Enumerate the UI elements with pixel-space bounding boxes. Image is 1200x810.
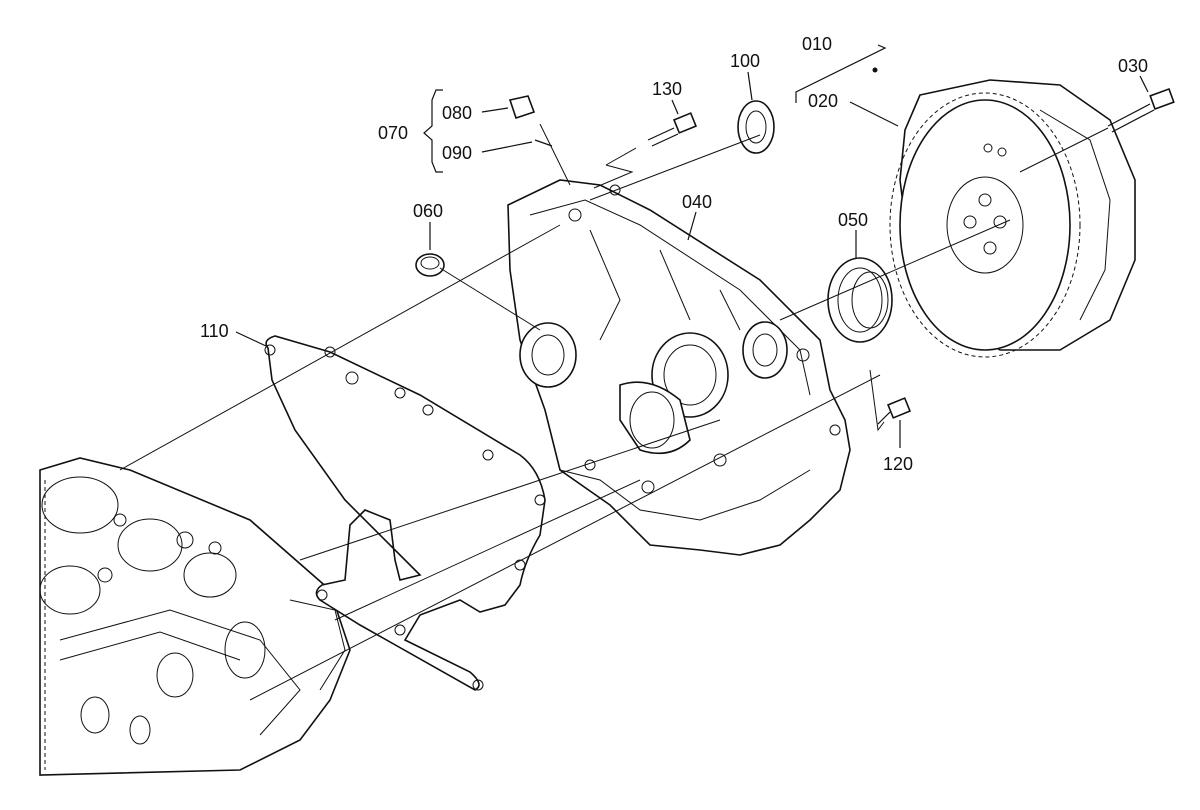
gasket-110 xyxy=(264,335,546,691)
svg-text:020: 020 xyxy=(808,91,838,111)
oil-seal-050 xyxy=(827,257,893,343)
bolt-030 xyxy=(1107,87,1175,133)
bolt-120 xyxy=(877,397,912,425)
callout-010: 010 xyxy=(795,34,887,103)
flywheel-020 xyxy=(889,79,1136,358)
callout-020: 020 xyxy=(808,91,899,127)
svg-text:110: 110 xyxy=(200,321,229,341)
callout-060: 060 xyxy=(413,201,443,250)
flywheel-housing-040 xyxy=(507,179,851,556)
callout-120: 120 xyxy=(883,420,913,474)
plug-060 xyxy=(415,253,445,277)
engine-block xyxy=(39,457,351,776)
callout-080: 080 xyxy=(442,103,509,123)
callout-050: 050 xyxy=(838,210,868,258)
bolt-130 xyxy=(647,112,698,147)
callout-130: 130 xyxy=(652,79,682,115)
svg-text:030: 030 xyxy=(1118,56,1148,76)
callout-030: 030 xyxy=(1118,56,1149,93)
leader-lines xyxy=(119,123,1109,701)
plug-080 xyxy=(508,95,536,120)
callout-110: 110 xyxy=(200,321,267,347)
svg-text:040: 040 xyxy=(682,192,712,212)
svg-text:050: 050 xyxy=(838,210,868,230)
svg-text:070: 070 xyxy=(378,123,408,143)
svg-text:120: 120 xyxy=(883,454,913,474)
svg-text:010: 010 xyxy=(802,34,832,54)
pin-090 xyxy=(534,139,553,147)
svg-text:100: 100 xyxy=(730,51,760,71)
callout-100: 100 xyxy=(730,51,760,101)
callout-090: 090 xyxy=(442,141,533,163)
svg-text:130: 130 xyxy=(652,79,682,99)
callout-070: 070 xyxy=(378,89,443,173)
svg-text:060: 060 xyxy=(413,201,443,221)
oil-seal-100 xyxy=(737,100,775,154)
svg-text:080: 080 xyxy=(442,103,472,123)
callout-040: 040 xyxy=(682,192,712,241)
svg-text:090: 090 xyxy=(442,143,472,163)
